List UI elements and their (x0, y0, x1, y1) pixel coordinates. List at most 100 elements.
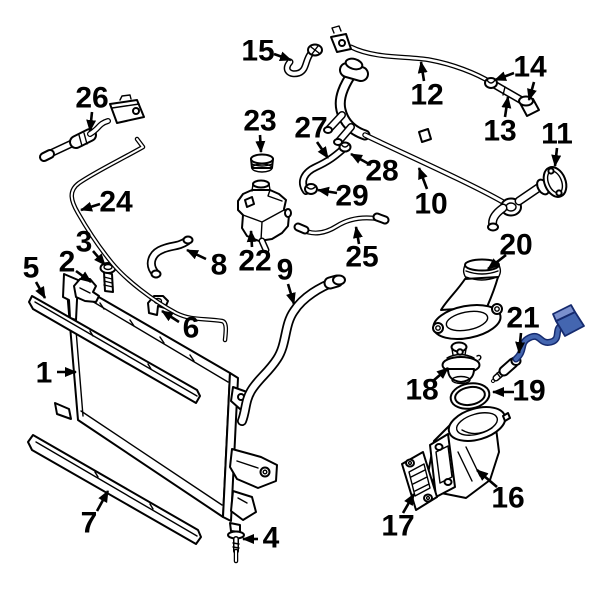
callout-5: 5 (23, 252, 47, 299)
callout-8: 8 (186, 248, 228, 282)
part-8-hose (146, 235, 194, 279)
callout-arrow-5 (34, 281, 47, 299)
callout-number-24: 24 (99, 186, 133, 219)
callout-26: 26 (75, 82, 109, 132)
callout-24: 24 (80, 186, 133, 219)
callout-arrow-18 (432, 367, 449, 382)
part-20-water-outlet (432, 258, 503, 340)
callout-arrow-15 (273, 51, 292, 62)
callout-19: 19 (492, 375, 546, 408)
part-28-clamp (338, 141, 352, 153)
callout-23: 23 (243, 105, 277, 153)
callout-number-26: 26 (75, 82, 108, 115)
callout-arrow-20 (487, 253, 507, 271)
callout-number-22: 22 (238, 245, 271, 278)
callout-arrow-27 (315, 141, 330, 159)
callout-arrow-29 (317, 186, 338, 197)
callout-13: 13 (483, 96, 517, 148)
callout-number-4: 4 (263, 522, 280, 555)
callout-arrow-22 (246, 230, 257, 248)
callout-arrow-8 (186, 248, 207, 261)
callout-arrow-17 (401, 493, 416, 514)
callout-29: 29 (317, 180, 369, 213)
callout-18: 18 (405, 367, 449, 407)
callout-11: 11 (541, 118, 573, 167)
callout-number-29: 29 (335, 180, 368, 213)
callout-arrow-16 (476, 469, 498, 488)
callout-arrow-6 (161, 309, 180, 324)
callout-number-12: 12 (410, 79, 443, 112)
callout-3: 3 (76, 226, 106, 266)
callout-number-6: 6 (183, 312, 200, 345)
callout-arrow-28 (350, 152, 370, 166)
callout-20: 20 (487, 229, 533, 271)
callout-number-3: 3 (76, 226, 93, 259)
callout-22: 22 (238, 230, 272, 278)
callout-number-1: 1 (36, 357, 53, 390)
callout-arrow-10 (417, 167, 429, 190)
part-4-drain-plug (227, 522, 245, 564)
callout-27: 27 (294, 112, 330, 159)
callout-16: 16 (476, 469, 525, 515)
callout-number-14: 14 (513, 51, 547, 84)
callout-number-8: 8 (211, 249, 228, 282)
callout-number-5: 5 (23, 252, 40, 285)
callout-2: 2 (59, 246, 92, 284)
callout-arrow-14 (494, 71, 515, 82)
callout-number-10: 10 (414, 188, 447, 221)
part-9-hose (237, 274, 346, 426)
part-29-clamp (304, 183, 318, 195)
callout-arrow-2 (75, 269, 92, 284)
callout-number-18: 18 (405, 374, 438, 407)
callout-arrow-7 (95, 490, 110, 512)
part-23-cap (250, 153, 274, 173)
callout-14: 14 (494, 51, 547, 101)
callout-arrow-11 (551, 147, 562, 167)
part-15-hose (283, 43, 323, 78)
callout-7: 7 (81, 490, 110, 540)
callout-arrow-9 (286, 283, 296, 305)
callout-arrow-26 (86, 111, 97, 132)
callout-number-16: 16 (491, 482, 524, 515)
part-25-pipe (293, 212, 390, 236)
callout-arrow-21 (515, 332, 526, 354)
callout-number-13: 13 (483, 115, 516, 148)
callout-15: 15 (241, 35, 292, 68)
callout-number-17: 17 (381, 510, 414, 543)
callout-number-2: 2 (59, 246, 76, 279)
part-21-temp-sensor-highlighted (491, 304, 585, 383)
callout-17: 17 (381, 493, 416, 543)
callout-arrow-3 (92, 250, 106, 266)
part-14-clamp-and-cap (484, 77, 540, 117)
callout-number-23: 23 (243, 105, 276, 138)
part-5-upper-support (28, 295, 201, 404)
callout-arrow-25 (352, 226, 363, 245)
part-13-hose (491, 81, 525, 104)
callout-arrow-24 (80, 201, 101, 212)
callout-number-9: 9 (277, 254, 294, 287)
callout-25: 25 (345, 226, 379, 274)
callout-1: 1 (36, 357, 77, 390)
part-24-pipe (69, 136, 229, 343)
part-27-hose (299, 146, 346, 195)
callout-number-25: 25 (345, 241, 378, 274)
callout-arrow-23 (255, 134, 266, 153)
callout-number-21: 21 (506, 302, 539, 335)
callout-number-28: 28 (365, 155, 398, 188)
callout-arrow-14 (527, 81, 537, 101)
part-7-lower-support (27, 434, 202, 545)
callout-number-7: 7 (81, 507, 98, 540)
part-12-pipe (330, 25, 495, 86)
part-22-reservoir-tank (237, 179, 292, 254)
callout-number-20: 20 (499, 229, 532, 262)
callout-28: 28 (350, 152, 399, 188)
callout-number-19: 19 (512, 375, 545, 408)
part-26-sensor (39, 94, 145, 162)
callout-21: 21 (506, 302, 540, 354)
callout-6: 6 (161, 309, 200, 345)
callout-arrow-13 (501, 96, 512, 118)
part-11-flange (536, 166, 568, 198)
